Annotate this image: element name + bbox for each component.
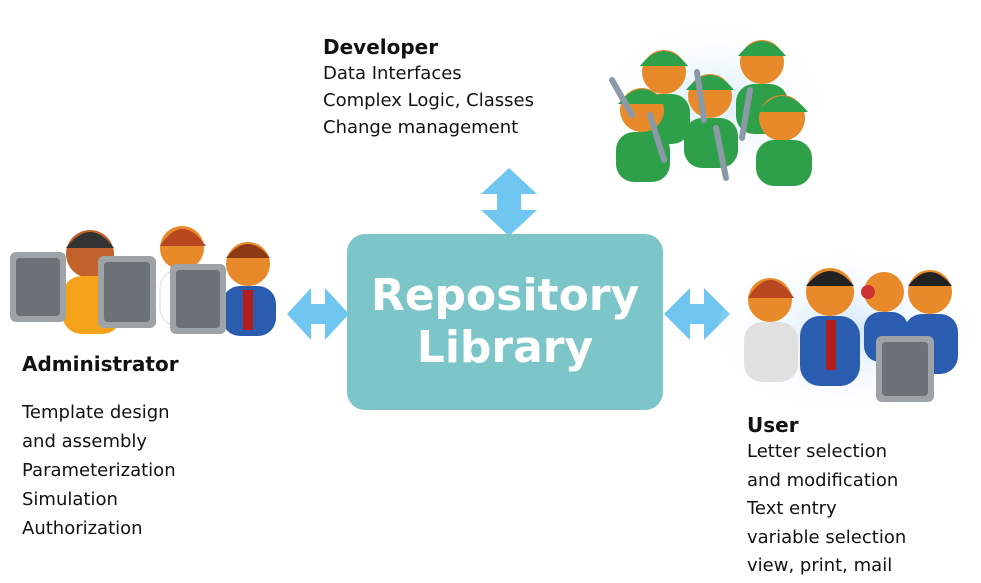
user-title: User <box>747 413 799 437</box>
developer-item: Change management <box>323 117 519 138</box>
administrator-item: Parameterization <box>22 460 176 481</box>
arrow-developer-repository <box>481 168 537 236</box>
administrator-info: Template design and assembly Parameteriz… <box>22 398 176 543</box>
administrator-item: Template design <box>22 402 170 423</box>
user-item: Text entry <box>747 498 837 519</box>
developer-item: Data Interfaces <box>323 63 462 84</box>
repository-label-line1: Repository <box>370 270 640 321</box>
user-item: and modification <box>747 469 899 491</box>
developer-title: Developer <box>323 35 439 59</box>
repository-label-line2: Library <box>416 322 594 373</box>
developer-item: Complex Logic, Classes <box>323 90 534 111</box>
user-item: variable selection <box>747 526 907 548</box>
administrator-item: and assembly <box>22 431 148 452</box>
administrator-title-wrap: Administrator <box>22 351 179 377</box>
administrator-title: Administrator <box>22 352 179 376</box>
administrator-item: Authorization <box>22 518 143 539</box>
developers-group-icon <box>592 10 837 190</box>
administrator-item: Simulation <box>22 489 118 510</box>
user-info: User Letter selection and modification T… <box>747 412 906 581</box>
administrators-group-icon <box>10 212 285 347</box>
users-group-icon <box>718 248 976 412</box>
repository-library-box: Repository Library <box>347 234 663 410</box>
developer-info: Developer Data Interfaces Complex Logic,… <box>323 34 534 141</box>
user-item: Letter selection <box>747 441 888 462</box>
arrow-administrator-repository <box>287 288 349 340</box>
arrow-repository-user <box>664 288 730 340</box>
user-item: view, print, mail <box>747 555 893 576</box>
